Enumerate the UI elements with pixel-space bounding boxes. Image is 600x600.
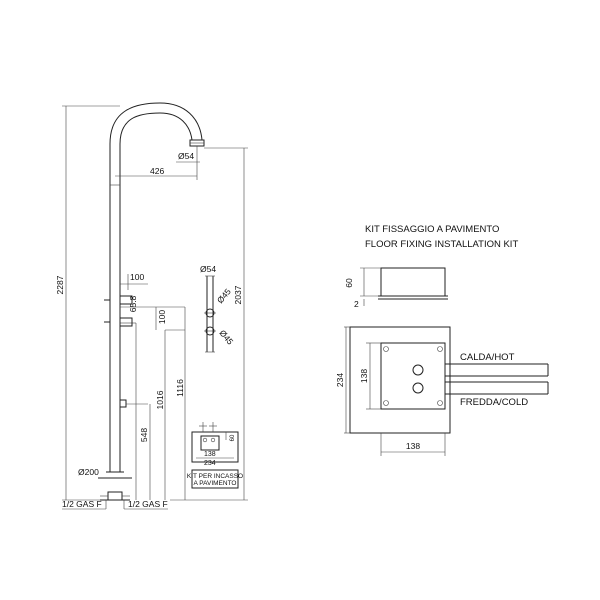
knob-diameter-1-label: Ø45: [215, 286, 233, 305]
lower-handle: [119, 317, 133, 327]
small-recessed-kit: 60 138 234 KIT PER INCASSO A PAVIMENTO: [187, 422, 243, 489]
total-height-label: 2287: [55, 275, 65, 294]
spout-reach-label: 426: [150, 166, 164, 176]
upper-handle: [119, 295, 133, 305]
floor-fixing-kit: KIT FISSAGGIO A PAVIMENTO FLOOR FIXING I…: [335, 224, 549, 456]
kit-height-label: 234: [335, 373, 345, 387]
right-offset-label: 100: [157, 310, 167, 324]
spout-diameter-dimension: Ø54: [176, 151, 200, 163]
kit-outer-plate: [349, 326, 451, 434]
spout-diameter-label: Ø54: [178, 151, 194, 161]
small-kit-box: [191, 431, 239, 463]
kit-title-english: FLOOR FIXING INSTALLATION KIT: [365, 239, 518, 250]
valve-height-label: 1016: [155, 390, 165, 409]
pipe-height-label: 548: [139, 428, 149, 442]
hot-label: CALDA/HOT: [460, 352, 515, 363]
mixer-handles: 100 65.8: [104, 272, 185, 327]
side-diameter-label: Ø54: [200, 264, 216, 274]
outlet-height-label: 2037: [233, 285, 243, 304]
kit-inner-height-label: 138: [359, 369, 369, 383]
recessed-kit-label-line-2: A PAVIMENTO: [194, 480, 237, 487]
kit-inner-box: [380, 342, 446, 410]
column-pipe: [109, 144, 121, 472]
kit-flange-label: 2: [354, 299, 359, 309]
gas-connections: 1/2 GAS F 1/2 GAS F: [62, 499, 168, 510]
pipe-height-dimension: 548: [119, 399, 151, 500]
recessed-kit-label-line-1: KIT PER INCASSO: [187, 473, 243, 480]
kit-depth-label: 60: [344, 278, 354, 288]
kit-top-view: CALDA/HOT FREDDA/COLD 234 138 138: [335, 326, 549, 456]
knob-side-view: Ø54 Ø45 Ø45: [200, 264, 236, 353]
box-height-label: 1116: [175, 379, 185, 397]
total-height-dimension: 2287: [55, 105, 120, 501]
recessed-kit-label-box: [191, 469, 239, 489]
cold-label: FREDDA/COLD: [460, 397, 528, 408]
shower-column-elevation: 2287 Ø54 426: [55, 102, 248, 510]
small-kit-length-label: 234: [204, 460, 216, 467]
gas-left-label: 1/2 GAS F: [62, 499, 102, 509]
small-kit-depth-label: 60: [230, 434, 236, 441]
right-offset-dimension: 100: [155, 307, 167, 330]
knob-diameter-2-label: Ø45: [217, 328, 235, 347]
outlet-height-dimension: 2037: [170, 147, 248, 501]
cold-outlet: [412, 382, 424, 394]
gooseneck-spout: [109, 102, 205, 160]
kit-title-italian: KIT FISSAGGIO A PAVIMENTO: [365, 224, 499, 235]
kit-side-profile: 60 2: [344, 267, 448, 309]
handle-offset-label: 100: [130, 272, 144, 282]
small-kit-width-label: 138: [204, 451, 216, 458]
kit-width-label: 138: [406, 441, 420, 451]
gas-right-label: 1/2 GAS F: [128, 499, 168, 509]
column-base: Ø200: [78, 467, 132, 501]
base-diameter-label: Ø200: [78, 467, 99, 477]
spout-reach-dimension: 426: [115, 160, 198, 180]
hot-outlet: [412, 364, 424, 376]
valve-height-dimensions: 1016 1116: [135, 307, 186, 500]
handle-spacing-label: 65.8: [128, 295, 138, 312]
